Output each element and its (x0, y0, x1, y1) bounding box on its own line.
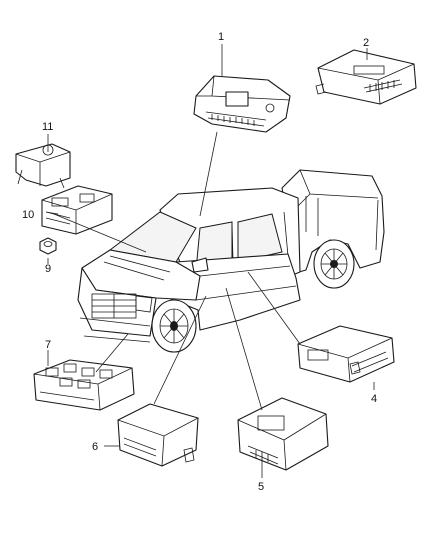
part-10-module (41, 185, 113, 235)
callout-labels: 1 2 11 10 9 7 6 5 4 (22, 31, 377, 493)
part-9-nut (39, 237, 57, 255)
part-11-bracket (15, 143, 71, 189)
pickup-truck (77, 169, 385, 353)
callout-6: 6 (92, 441, 98, 453)
part-4-module (297, 325, 395, 383)
callout-11: 11 (42, 121, 53, 133)
callout-4: 4 (371, 393, 377, 405)
callout-9: 9 (45, 263, 51, 275)
part-2-module (315, 49, 417, 105)
callout-7: 7 (45, 339, 51, 351)
part-1-module (193, 75, 291, 133)
callout-2: 2 (363, 37, 369, 49)
part-5-module (237, 397, 329, 471)
callout-1: 1 (218, 31, 224, 43)
rear-wheel (313, 239, 355, 289)
part-6-module (117, 403, 199, 467)
callout-10: 10 (22, 209, 34, 221)
front-wheel (151, 299, 197, 353)
callout-5: 5 (258, 481, 264, 493)
part-7-fuse-block (33, 359, 135, 411)
leader-lines (45, 44, 375, 478)
